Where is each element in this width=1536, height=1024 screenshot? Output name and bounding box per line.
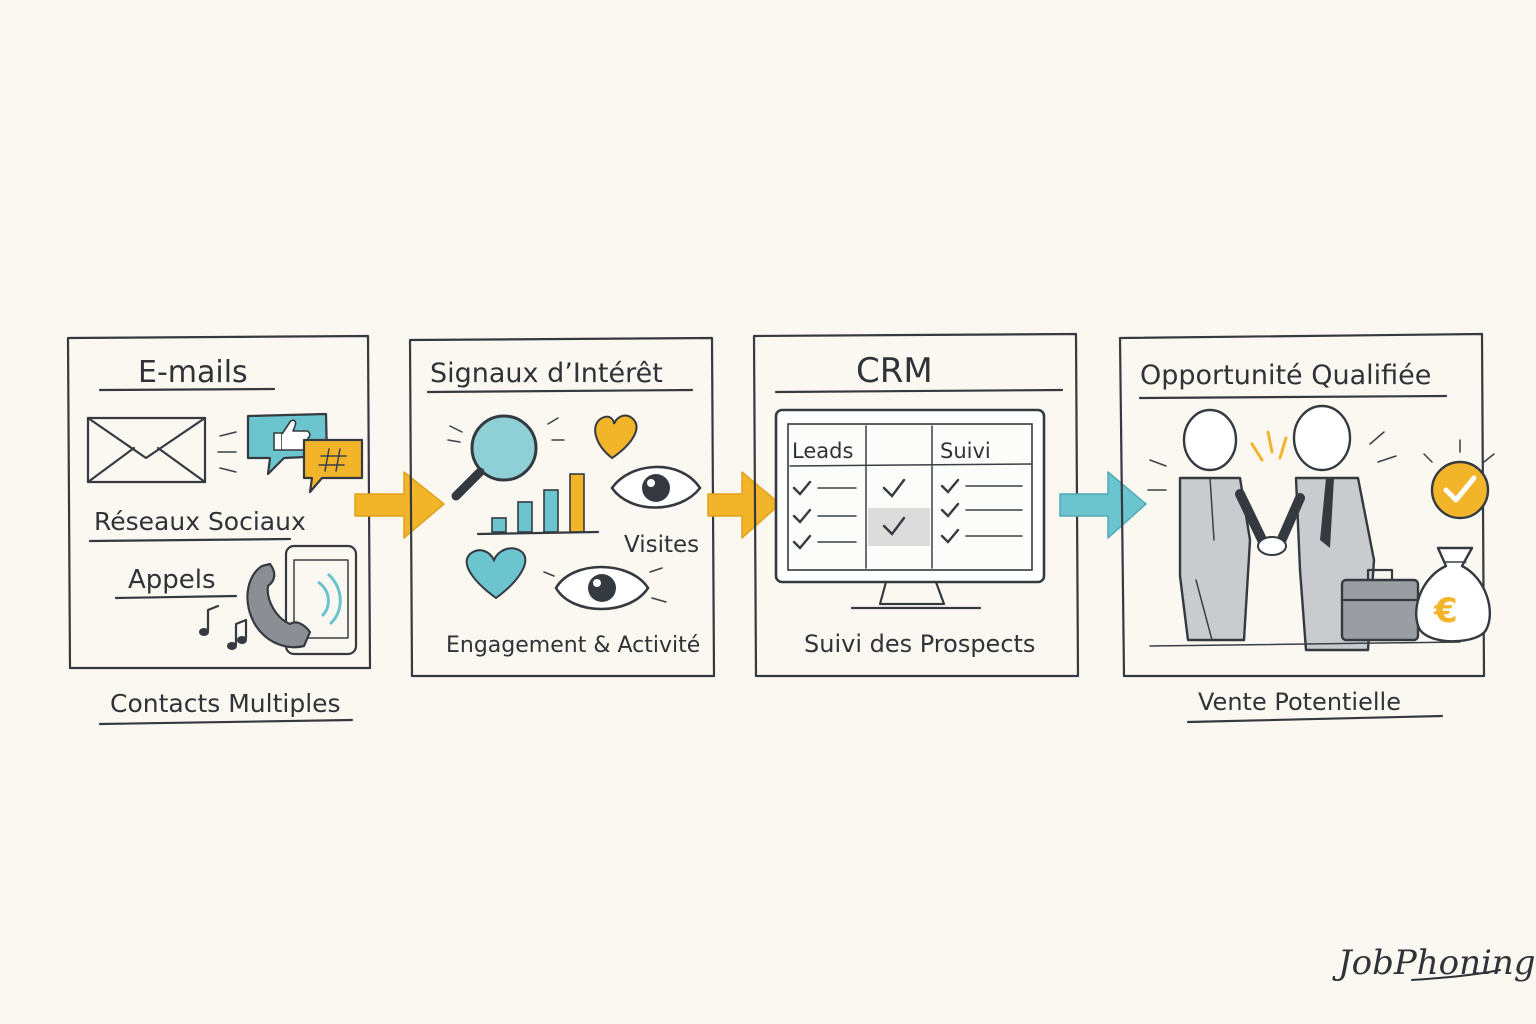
bar-chart-icon (476, 473, 600, 536)
heart-icon (594, 414, 638, 460)
panel-interest-signals: Signaux d’Intérêt Visites (408, 336, 716, 678)
label-calls: Appels (128, 565, 216, 595)
panel-qualified-opportunity-footer: Vente Potentielle (1198, 688, 1401, 716)
panel-emails-title: E-mails (138, 355, 248, 390)
panel-emails: E-mails Réseaux Sociaux Appels (66, 334, 372, 726)
panel-interest-signals-footer: Engagement & Activité (446, 633, 700, 658)
panel-interest-signals-title: Signaux d’Intérêt (430, 358, 663, 389)
heart-icon (465, 547, 527, 600)
eye-icon (610, 465, 702, 509)
phone-icon (246, 544, 358, 656)
label-visits: Visites (624, 532, 699, 558)
panel-qualified-opportunity: Opportunité Qualifiée € (1118, 332, 1495, 724)
briefcase-icon (1340, 568, 1420, 642)
arrow-2 (707, 471, 781, 539)
brand-logo: JobPhoning (1332, 943, 1536, 983)
check-badge-icon (1423, 439, 1495, 520)
thumbs-up-icon (246, 412, 329, 476)
eye-icon (543, 565, 667, 611)
crm-column-follow-up: Suivi (940, 439, 991, 463)
magnifier-icon (447, 414, 565, 501)
panel-crm-footer: Suivi des Prospects (804, 630, 1035, 658)
envelope-icon (86, 416, 207, 484)
arrow-3 (1059, 471, 1147, 539)
panel-qualified-opportunity-title: Opportunité Qualifiée (1140, 360, 1431, 391)
label-social-networks: Réseaux Sociaux (94, 507, 306, 536)
monitor-icon: Leads Suivi (774, 408, 1046, 610)
crm-column-leads: Leads (792, 439, 853, 463)
panel-emails-footer: Contacts Multiples (110, 689, 341, 718)
checkmark-icon (792, 478, 960, 550)
currency-symbol: € (1433, 591, 1458, 631)
arrow-1 (354, 471, 445, 539)
panel-crm: CRM Leads Suivi Suivi des Prospects (752, 332, 1080, 678)
music-note-icon (199, 604, 248, 650)
panel-crm-title: CRM (856, 351, 933, 391)
hashtag-icon (302, 438, 364, 494)
money-bag-icon: € (1415, 546, 1491, 643)
